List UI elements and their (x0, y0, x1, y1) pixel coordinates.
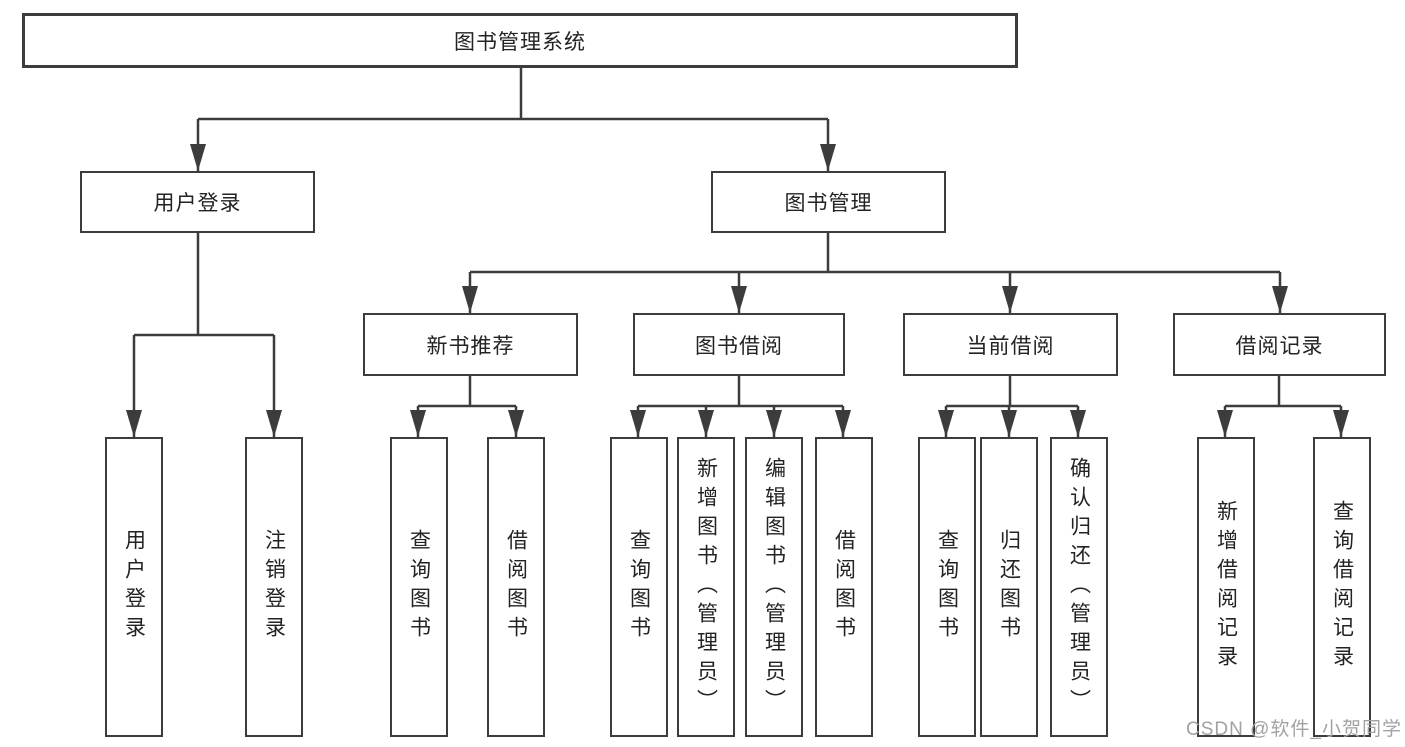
leaf-query-book-current: 查询图书 (918, 437, 976, 737)
leaf-query-book-borrow: 查询图书 (610, 437, 668, 737)
leaf-label: 归还图书 (997, 529, 1021, 645)
leaf-label: 新增借阅记录 (1214, 500, 1238, 674)
leaf-label: 查询图书 (935, 529, 959, 645)
node-current-borrow: 当前借阅 (903, 313, 1118, 376)
node-borrow-records: 借阅记录 (1173, 313, 1386, 376)
leaf-label: 编辑图书（管理员） (762, 456, 786, 718)
leaf-query-book-recommend: 查询图书 (390, 437, 448, 737)
leaf-borrow-book-recommend: 借阅图书 (487, 437, 545, 737)
leaf-label: 注销登录 (262, 529, 286, 645)
leaf-label: 用户登录 (122, 529, 146, 645)
leaf-label: 借阅图书 (504, 529, 528, 645)
node-label: 借阅记录 (1235, 334, 1324, 358)
node-label: 用户登录 (153, 192, 242, 215)
node-label: 图书管理系统 (454, 30, 586, 54)
leaf-user-login: 用户登录 (105, 437, 163, 737)
leaf-return-book: 归还图书 (980, 437, 1038, 737)
node-book-management: 图书管理 (711, 171, 946, 233)
leaf-add-borrow-record: 新增借阅记录 (1197, 437, 1255, 737)
leaf-add-book-admin: 新增图书（管理员） (677, 437, 735, 737)
leaf-label: 确认归还（管理员） (1067, 456, 1091, 718)
leaf-label: 新增图书（管理员） (694, 456, 718, 718)
leaf-borrow-book: 借阅图书 (815, 437, 873, 737)
leaf-label: 查询图书 (627, 529, 651, 645)
node-book-borrow: 图书借阅 (633, 313, 845, 376)
node-label: 图书借阅 (695, 334, 783, 358)
leaf-label: 查询借阅记录 (1330, 500, 1354, 674)
leaf-query-borrow-record: 查询借阅记录 (1313, 437, 1371, 737)
leaf-logout: 注销登录 (245, 437, 303, 737)
leaf-edit-book-admin: 编辑图书（管理员） (745, 437, 803, 737)
node-label: 当前借阅 (966, 334, 1055, 358)
node-label: 新书推荐 (426, 334, 515, 358)
node-new-book-recommend: 新书推荐 (363, 313, 578, 376)
node-library-management-system: 图书管理系统 (22, 13, 1018, 68)
node-user-login: 用户登录 (80, 171, 315, 233)
leaf-confirm-return-admin: 确认归还（管理员） (1050, 437, 1108, 737)
leaf-label: 查询图书 (407, 529, 431, 645)
csdn-watermark: CSDN @软件_小贺同学 (1186, 719, 1402, 740)
node-label: 图书管理 (784, 192, 873, 215)
leaf-label: 借阅图书 (832, 529, 856, 645)
